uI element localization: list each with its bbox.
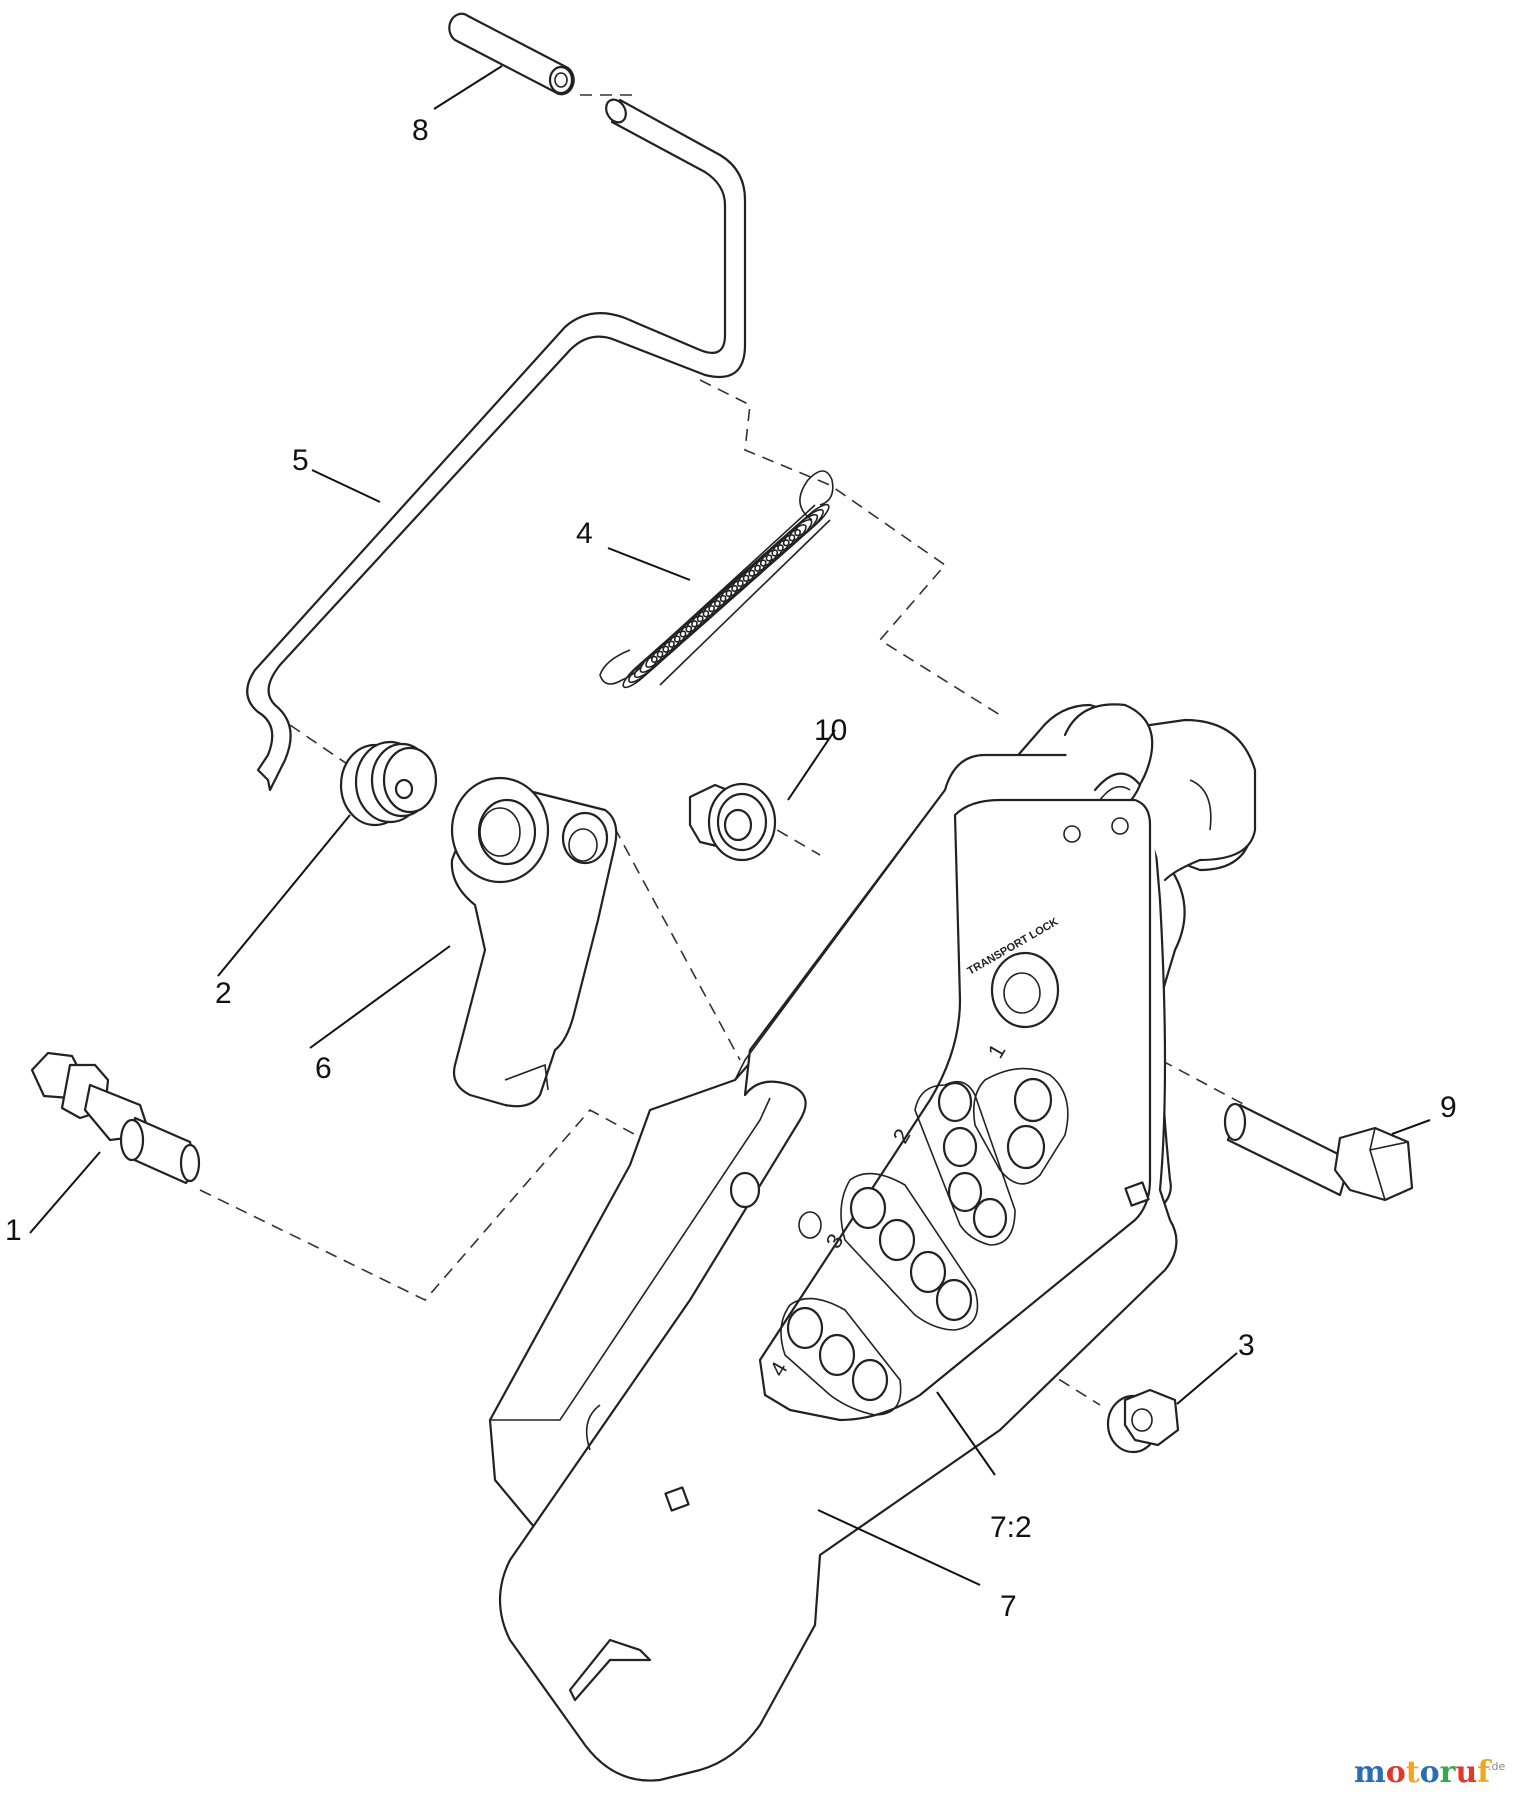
spring-coil	[759, 534, 796, 567]
part-4-spring	[599, 470, 834, 689]
spring-coil	[708, 579, 744, 613]
callout-8: 8	[412, 114, 429, 147]
selector-group-3	[840, 1172, 979, 1331]
spring-coil	[777, 519, 813, 552]
watermark-letter: m	[1354, 1755, 1386, 1790]
callout-1: 1	[5, 1214, 22, 1247]
watermark-letter: t	[1406, 1755, 1420, 1790]
leader-lines	[29, 65, 1431, 1586]
callout-10: 10	[814, 714, 847, 747]
callout-7: 7	[1000, 1590, 1017, 1623]
callout-2: 2	[215, 977, 232, 1010]
spring-coil	[765, 529, 801, 562]
selector-group-4	[780, 1297, 902, 1416]
part-8-pin-grip	[448, 12, 575, 96]
spring-coil	[771, 524, 807, 557]
part-1-shoulder-bolt	[30, 1051, 201, 1185]
part-2-bushing	[339, 740, 438, 827]
part-6-lever	[450, 776, 618, 1108]
selector-group-1	[972, 1067, 1069, 1185]
spring-coil	[725, 564, 761, 597]
spring-coil	[737, 554, 773, 587]
spring-coil	[651, 630, 687, 663]
callout-5: 5	[292, 444, 309, 477]
spring-coil	[731, 559, 767, 592]
watermark-logo: motoruf .de	[1354, 1755, 1505, 1790]
callout-6: 6	[315, 1052, 332, 1085]
spring-coil	[742, 549, 779, 582]
watermark-letter: o	[1386, 1755, 1406, 1790]
spring-coil	[662, 620, 698, 653]
callout-9: 9	[1440, 1091, 1457, 1124]
spring-coil	[633, 645, 670, 679]
svg-text:motoruf: motoruf	[1354, 1755, 1492, 1790]
unlock-icon	[1111, 817, 1129, 835]
spring-coil	[714, 574, 750, 608]
spring-coil	[645, 635, 681, 668]
part-9-hex-bolt	[1223, 1102, 1414, 1202]
spring-coil	[754, 539, 790, 572]
callout-7-2: 7:2	[990, 1511, 1032, 1544]
watermark-letter: r	[1440, 1755, 1457, 1790]
watermark-letter: f	[1477, 1755, 1492, 1790]
spring-coil	[628, 650, 664, 684]
spring-coil	[719, 569, 756, 603]
watermark-suffix: .de	[1488, 1760, 1505, 1773]
spring-coil	[702, 584, 738, 618]
callout-3: 3	[1238, 1329, 1255, 1362]
selector-group-2	[914, 1080, 1016, 1246]
watermark-letter: u	[1455, 1755, 1477, 1790]
spring-coil	[748, 544, 784, 577]
spring-coil	[656, 625, 693, 658]
part-5-bent-rod	[246, 98, 747, 792]
callout-4: 4	[576, 517, 593, 550]
spring-coil	[782, 513, 819, 547]
part-3-flange-nut	[1106, 1388, 1180, 1454]
spring-coil	[696, 589, 733, 623]
callouts: 8 5 4 10 2 6 1 9 3 7:2 7	[5, 114, 1457, 1623]
part-10-flange-nut	[688, 782, 777, 862]
lock-icon	[1063, 825, 1081, 843]
spring-coil	[622, 655, 658, 689]
part-7-bracket: TRANSPORT LOCK 1 2 3 4	[488, 703, 1257, 1782]
spring-coil	[639, 640, 675, 673]
watermark-letter: o	[1420, 1755, 1440, 1790]
